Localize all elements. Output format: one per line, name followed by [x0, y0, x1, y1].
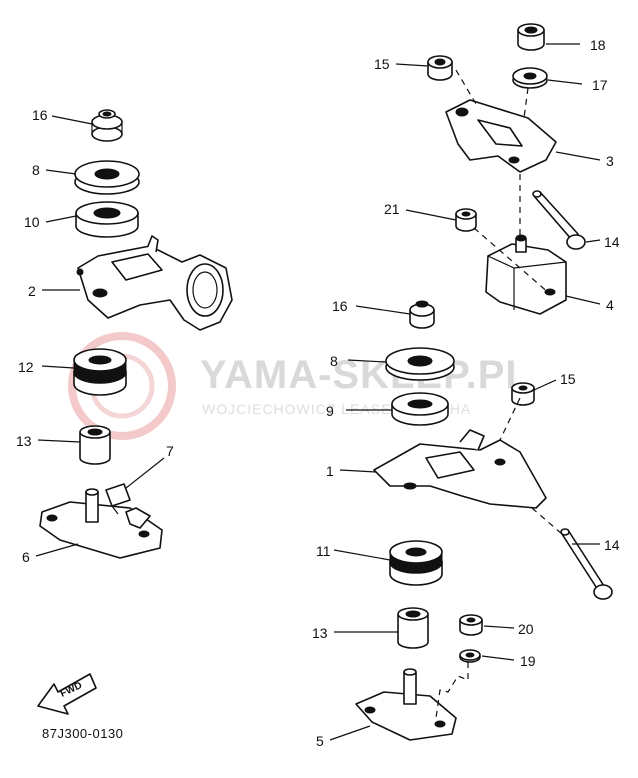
- callout-5: 5: [316, 733, 324, 749]
- callout-14-bottom: 14: [604, 537, 620, 553]
- part-21-nut: [455, 208, 477, 232]
- callouts: 16 8 10 2 12 13 7 6 87J300-0130 15 18 17…: [16, 37, 620, 749]
- callout-18: 18: [590, 37, 606, 53]
- part-6-plate: [39, 488, 163, 559]
- callout-13-left: 13: [16, 433, 32, 449]
- part-5-plate: [355, 668, 457, 741]
- callout-2: 2: [28, 283, 36, 299]
- part-11-damper: [389, 540, 443, 586]
- assembly-lines: [435, 69, 563, 719]
- leader-lines: [35, 43, 601, 741]
- part-14-bolt-bottom: [560, 528, 613, 600]
- part-16-nut-left: [91, 109, 123, 142]
- callout-8-left: 8: [32, 162, 40, 178]
- callout-17: 17: [592, 77, 608, 93]
- callout-11: 11: [316, 543, 331, 559]
- callout-15-top: 15: [374, 56, 390, 72]
- watermark-main-text: YAMA-SKLEP.PL: [200, 353, 531, 397]
- part-13-sleeve-left: [79, 425, 111, 465]
- part-4-mount: [485, 234, 567, 315]
- part-2-bracket: [76, 235, 233, 331]
- callout-7: 7: [166, 443, 174, 459]
- part-14-bolt-top: [532, 190, 586, 250]
- callout-14-top: 14: [604, 234, 620, 250]
- callout-1: 1: [326, 463, 334, 479]
- fwd-arrow-icon: FWD: [37, 673, 97, 715]
- callout-13-right: 13: [312, 625, 328, 641]
- callout-20: 20: [518, 621, 534, 637]
- callout-16-right: 16: [332, 298, 348, 314]
- part-13-sleeve-right: [397, 607, 429, 649]
- callout-21: 21: [384, 201, 400, 217]
- part-20-nut: [459, 614, 483, 636]
- callout-4: 4: [606, 297, 614, 313]
- callout-3: 3: [606, 153, 614, 169]
- part-7-tab: [105, 483, 131, 515]
- watermark: YAMA-SKLEP.PL WOJCIECHOWICZ LEASER YAMAH…: [68, 332, 531, 440]
- part-17-washer: [512, 67, 548, 89]
- part-16-nut-right: [409, 300, 435, 329]
- part-19-washer: [459, 649, 481, 663]
- callout-10: 10: [24, 214, 40, 230]
- part-1-bracket: [373, 429, 547, 509]
- part-15-nut-top: [427, 55, 453, 81]
- diagram-code: 87J300-0130: [42, 726, 123, 741]
- watermark-logo-ring: [68, 332, 176, 440]
- callout-19: 19: [520, 653, 536, 669]
- part-15-nut-mid: [511, 382, 535, 406]
- callout-12: 12: [18, 359, 34, 375]
- part-8-washer-left: [74, 160, 140, 195]
- part-8-washer-right: [385, 347, 455, 381]
- part-3-bracket: [445, 99, 557, 173]
- part-12-damper: [73, 348, 127, 396]
- callout-9: 9: [326, 403, 334, 419]
- callout-6: 6: [22, 549, 30, 565]
- part-18-nut: [517, 23, 545, 51]
- part-9-collar: [391, 392, 449, 426]
- part-10-collar: [75, 201, 139, 238]
- callout-16-left: 16: [32, 107, 48, 123]
- callout-8-right: 8: [330, 353, 338, 369]
- callout-15-mid: 15: [560, 371, 576, 387]
